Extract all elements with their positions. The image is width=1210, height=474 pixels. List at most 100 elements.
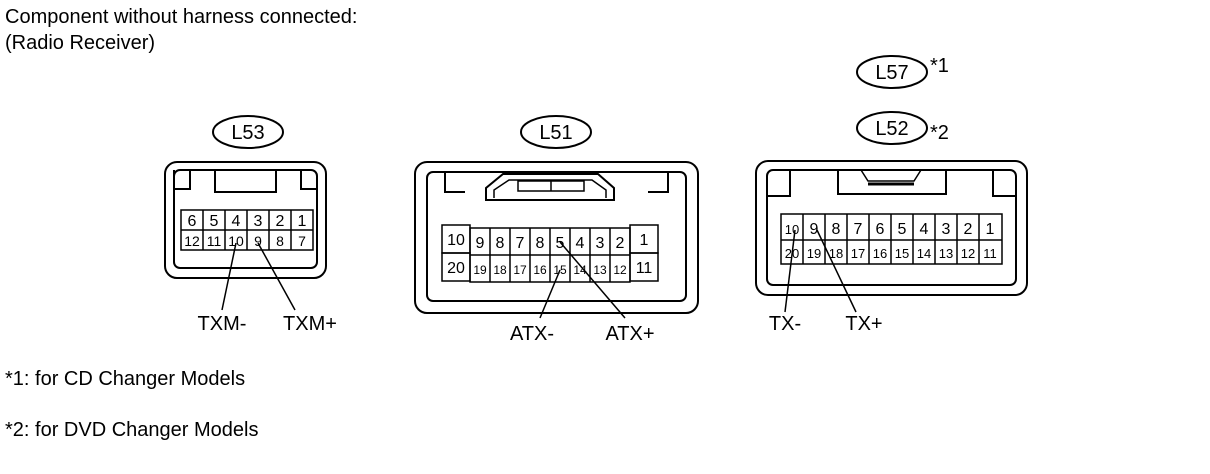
pin-number: 15	[895, 246, 909, 261]
connector-l57-l52-notch-left	[767, 170, 791, 197]
connector-l51-latch-inner	[493, 179, 607, 198]
connector-tag-l57-label: L57	[875, 62, 908, 84]
pin-number: 12	[961, 246, 975, 261]
signal-label-txm-plus: TXM+	[283, 313, 337, 335]
pin-number: 18	[829, 246, 843, 261]
pin-number: 5	[898, 221, 907, 238]
connector-tag-l51	[520, 115, 592, 149]
connector-l57-l52-pin-grid	[780, 213, 1003, 265]
pin-number: 16	[533, 263, 547, 277]
pin-number: 9	[254, 233, 262, 249]
leader-line-tx-minus	[784, 229, 796, 313]
pin-number: 8	[832, 221, 841, 238]
pin-number: 9	[810, 221, 819, 238]
connector-l53-notch-left	[173, 170, 191, 190]
connector-l57-l52-inner	[766, 169, 1017, 286]
connector-l53-inner	[173, 169, 318, 269]
pin-number: 7	[516, 235, 525, 252]
connector-l51-pin-grid	[441, 224, 659, 283]
pin-number: 8	[496, 235, 505, 252]
connector-tag-l52-label: L52	[875, 118, 908, 140]
pin-number: 14	[917, 246, 931, 261]
pin-number: 6	[188, 213, 197, 230]
pin-number: 13	[939, 246, 953, 261]
connector-tag-l53	[212, 115, 284, 149]
connector-l53: L53 6 5 4 3 2 1 12 11 10 9 8	[164, 115, 337, 335]
pin-number: 3	[942, 221, 951, 238]
connector-l53-housing	[164, 161, 327, 279]
pin-number: 4	[576, 235, 585, 252]
connector-tag-l57-note: *1	[930, 55, 949, 77]
connector-tag-l52	[856, 111, 928, 145]
connector-l51-latch	[485, 173, 615, 201]
pin-number: 18	[493, 263, 507, 277]
leader-line-tx-plus	[816, 229, 857, 313]
pin-number: 5	[556, 235, 565, 252]
pin-number: 8	[536, 235, 545, 252]
header-line-1: Component without harness connected:	[5, 6, 358, 28]
footnote-1: *1: for CD Changer Models	[5, 368, 246, 390]
pin-number: 17	[851, 246, 865, 261]
signal-label-tx-minus: TX-	[769, 313, 801, 335]
pin-number: 1	[640, 232, 649, 249]
pin-number: 10	[785, 222, 799, 237]
connector-l57-l52-housing	[755, 160, 1028, 296]
connector-l51: L51 10 20 1 11 9 8	[414, 115, 699, 345]
footnote-2: *2: for DVD Changer Models	[5, 419, 259, 441]
pin-number: 9	[476, 235, 485, 252]
connector-l57-l52-notch-right	[992, 170, 1016, 197]
connector-l53-pin-grid	[180, 209, 314, 251]
pin-number: 4	[920, 221, 929, 238]
leader-line-atx-plus	[559, 241, 626, 319]
pin-number: 6	[876, 221, 885, 238]
signal-label-txm-minus: TXM-	[198, 313, 247, 335]
connector-tag-l53-label: L53	[231, 122, 264, 144]
pin-number: 11	[636, 260, 653, 277]
pin-number: 10	[447, 232, 465, 249]
pin-number: 3	[254, 213, 263, 230]
pin-number: 7	[854, 221, 863, 238]
pin-number: 1	[986, 221, 995, 238]
pin-number: 13	[593, 263, 607, 277]
connector-l53-notch-right	[300, 170, 317, 190]
pin-number: 16	[873, 246, 887, 261]
pin-number: 12	[184, 233, 200, 249]
pin-number: 7	[298, 233, 306, 249]
connector-l57-l52: L57 *1 L52 *2 10 9 8 7 6	[755, 55, 1028, 335]
signal-label-tx-plus: TX+	[845, 313, 882, 335]
leader-line-txm-plus	[257, 242, 296, 311]
connector-l53-key	[214, 170, 277, 193]
connector-l51-housing	[414, 161, 699, 314]
connector-tag-l57	[856, 55, 928, 89]
connector-l57-l52-key	[837, 170, 947, 195]
pin-number: 5	[210, 213, 219, 230]
connector-l51-inner	[426, 171, 687, 302]
pin-number: 4	[232, 213, 241, 230]
pin-number: 17	[513, 263, 527, 277]
leader-line-txm-minus	[221, 242, 237, 311]
pin-number: 3	[596, 235, 605, 252]
signal-label-atx-minus: ATX-	[510, 323, 554, 345]
leader-line-atx-minus	[539, 269, 561, 319]
pin-number: 15	[553, 263, 567, 277]
header-line-2: (Radio Receiver)	[5, 32, 156, 54]
pin-number: 19	[473, 263, 487, 277]
pin-number: 11	[207, 233, 222, 249]
pin-number: 2	[616, 235, 625, 252]
pin-number: 2	[276, 213, 285, 230]
pin-number: 1	[298, 213, 307, 230]
connector-tag-l52-note: *2	[930, 122, 949, 144]
pin-number: 12	[613, 263, 627, 277]
pin-number: 11	[983, 246, 997, 261]
pin-number: 19	[807, 246, 821, 261]
connector-l51-notch-left	[444, 172, 465, 193]
pin-number: 2	[964, 221, 973, 238]
pin-number: 10	[228, 233, 244, 249]
pin-number: 8	[276, 233, 284, 249]
connector-l51-notch-right	[648, 172, 669, 193]
connector-tag-l51-label: L51	[539, 122, 572, 144]
pin-number: 14	[573, 263, 587, 277]
signal-label-atx-plus: ATX+	[605, 323, 654, 345]
pin-number: 20	[447, 260, 465, 277]
